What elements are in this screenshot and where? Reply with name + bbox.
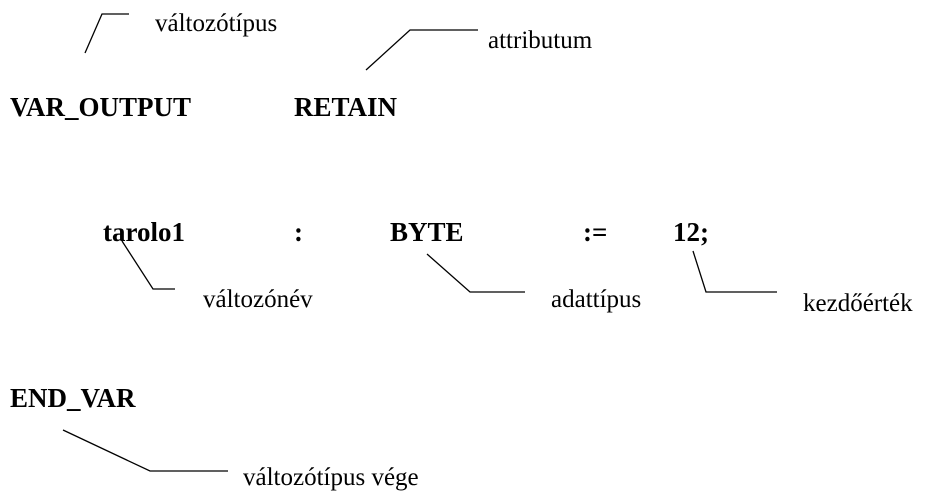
colon-separator: : xyxy=(294,217,303,247)
leader-attribute xyxy=(365,29,478,71)
variable-name: tarolo1 xyxy=(103,217,185,247)
initial-value: 12; xyxy=(673,217,709,247)
label-var-type: változótípus xyxy=(155,10,278,37)
leader-initial-value xyxy=(692,250,777,293)
assignment-operator: := xyxy=(583,217,608,247)
label-initial-value: kezdőérték xyxy=(803,290,913,317)
label-data-type: adattípus xyxy=(551,286,642,313)
label-attribute: attributum xyxy=(488,27,593,54)
label-var-type-end: változótípus vége xyxy=(243,464,419,491)
keyword-var-output: VAR_OUTPUT xyxy=(10,92,192,122)
keyword-retain: RETAIN xyxy=(294,92,398,122)
leader-var-name xyxy=(121,240,175,290)
data-type: BYTE xyxy=(390,217,464,247)
label-var-name: változónév xyxy=(203,286,313,313)
leader-var-type-end xyxy=(62,429,228,472)
keyword-end-var: END_VAR xyxy=(10,383,136,413)
leader-data-type xyxy=(426,253,525,293)
leader-var-type xyxy=(84,13,129,54)
